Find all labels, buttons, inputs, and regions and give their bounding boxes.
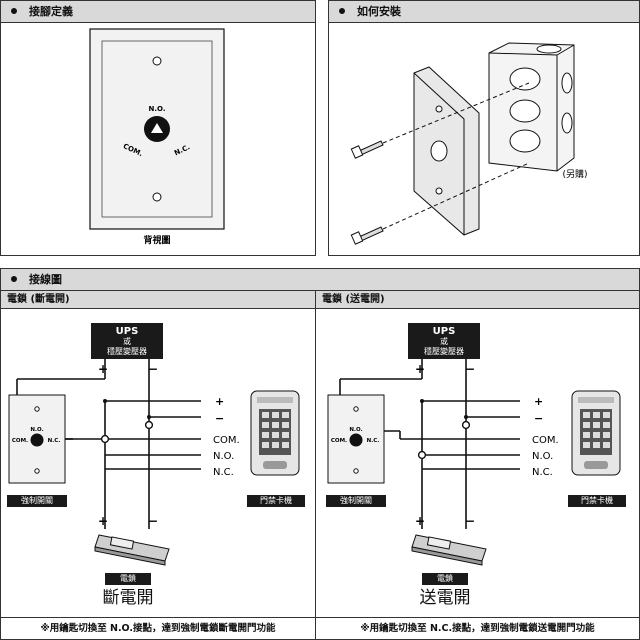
reader-minus-label: − xyxy=(534,412,543,425)
lock-label: 電鎖 xyxy=(120,574,136,583)
switch-nc-label: N.C. xyxy=(367,438,380,444)
bullet-icon xyxy=(11,276,17,282)
left-footer-text: ※用鑰匙切換至 N.O.接點，達到強制電鎖斷電開門功能 xyxy=(40,623,276,634)
back-view-caption: 背視圖 xyxy=(143,234,170,246)
right-wiring-lines: + − + − COM. N.O. N.C. N.O. COM. N.C. xyxy=(327,359,621,566)
reader-nc-label: N.C. xyxy=(213,467,234,478)
right-footer-note: ※用鑰匙切換至 N.C.接點，達到強制電鎖送電開門功能 xyxy=(316,617,639,639)
reader-label: 門禁卡機 xyxy=(581,496,613,505)
reader-label-tag: 門禁卡機 xyxy=(247,495,305,507)
left-subtitle: 電鎖 (斷電開) xyxy=(7,294,70,305)
ups-title: UPS xyxy=(432,326,456,337)
lock-minus-sign: − xyxy=(148,514,158,528)
reader-minus-label: − xyxy=(215,412,224,425)
left-wiring-diagram: UPS 或 穩壓變壓器 xyxy=(1,309,315,617)
mode-label: 送電開 xyxy=(419,588,471,608)
bullet-icon xyxy=(339,8,345,14)
switch-label: 強制開關 xyxy=(340,496,372,505)
left-footer-note: ※用鑰匙切換至 N.O.接點，達到強制電鎖斷電開門功能 xyxy=(1,617,315,639)
card-reader-illustration xyxy=(571,390,621,476)
reader-no-label: N.O. xyxy=(532,451,553,462)
section-title: 接腳定義 xyxy=(29,5,73,18)
wall-plate-illustration xyxy=(413,66,480,236)
lock-plus-sign: + xyxy=(98,514,108,528)
ups-plus-sign: + xyxy=(98,362,108,376)
switch-com-label: COM. xyxy=(12,438,28,444)
ups-alt-text: 穩壓變壓器 xyxy=(107,347,147,356)
reader-com-label: COM. xyxy=(213,435,240,446)
lock-plus-sign: + xyxy=(415,514,425,528)
electric-lock-illustration xyxy=(411,534,487,566)
lock-label-tag: 電鎖 xyxy=(422,573,468,585)
pin-definition-panel: 接腳定義 N.O. COM. N.C. 背視圖 xyxy=(0,0,316,256)
section-header: 接腳定義 xyxy=(1,1,315,23)
section-title: 接線圖 xyxy=(29,273,62,286)
ups-minus-sign: − xyxy=(465,362,475,376)
left-wiring-lines: + − + − COM. N.O. N.C. N.O. COM. N.C. xyxy=(8,359,300,566)
left-subtitle-bar: 電鎖 (斷電開) xyxy=(1,291,315,309)
switch-com-label: COM. xyxy=(331,438,347,444)
section-title: 如何安裝 xyxy=(357,5,401,18)
junction-box-illustration xyxy=(488,42,575,172)
reader-com-label: COM. xyxy=(532,435,559,446)
ups-minus-sign: − xyxy=(148,362,158,376)
reader-plus-label: + xyxy=(534,395,543,408)
no-terminal-label: N.O. xyxy=(149,105,166,113)
switch-nc-label: N.C. xyxy=(48,438,61,444)
switch-label-tag: 強制開關 xyxy=(7,495,67,507)
bullet-icon xyxy=(11,8,17,14)
card-reader-illustration xyxy=(250,390,300,476)
sold-separately-note: (另購) xyxy=(562,168,587,180)
screw-hole-bottom xyxy=(152,192,162,202)
lock-label-tag: 電鎖 xyxy=(105,573,151,585)
right-wiring-diagram: UPS 或 穩壓變壓器 xyxy=(316,309,639,617)
ups-alt-text: 穩壓變壓器 xyxy=(424,347,464,356)
ups-block: UPS 或 穩壓變壓器 xyxy=(408,323,480,359)
key-switch-icon xyxy=(30,433,44,447)
switch-label: 強制開關 xyxy=(21,496,53,505)
column-divider xyxy=(315,291,316,639)
switch-no-label: N.O. xyxy=(349,427,362,433)
reader-no-label: N.O. xyxy=(213,451,234,462)
lock-minus-sign: − xyxy=(465,514,475,528)
section-header: 如何安裝 xyxy=(329,1,639,23)
right-subtitle: 電鎖 (送電開) xyxy=(322,294,385,305)
electric-lock-illustration xyxy=(94,534,170,566)
back-view-plate-illustration: N.O. COM. N.C. 背視圖 xyxy=(89,28,225,246)
installation-panel: 如何安裝 xyxy=(328,0,640,256)
switch-label-tag: 強制開關 xyxy=(326,495,386,507)
key-switch-icon xyxy=(349,433,363,447)
switch-no-label: N.O. xyxy=(30,427,43,433)
ups-or-text: 或 xyxy=(123,337,131,346)
ups-plus-sign: + xyxy=(415,362,425,376)
screw-top-icon xyxy=(350,140,384,159)
reader-label: 門禁卡機 xyxy=(260,496,292,505)
ups-title: UPS xyxy=(115,326,139,337)
ups-block: UPS 或 穩壓變壓器 xyxy=(91,323,163,359)
wiring-panel: 接線圖 電鎖 (斷電開) UPS 或 穩壓變壓器 xyxy=(0,268,640,640)
reader-nc-label: N.C. xyxy=(532,467,553,478)
ups-or-text: 或 xyxy=(440,337,448,346)
installation-illustration: (另購) xyxy=(350,42,588,245)
right-footer-text: ※用鑰匙切換至 N.C.接點，達到強制電鎖送電開門功能 xyxy=(360,623,595,634)
reader-plus-label: + xyxy=(215,395,224,408)
screw-hole-top xyxy=(152,56,162,66)
section-header: 接線圖 xyxy=(1,269,639,291)
lock-label: 電鎖 xyxy=(437,574,453,583)
mode-label: 斷電開 xyxy=(102,588,154,608)
screw-bottom-icon xyxy=(350,226,384,245)
right-subtitle-bar: 電鎖 (送電開) xyxy=(316,291,639,309)
reader-label-tag: 門禁卡機 xyxy=(568,495,626,507)
